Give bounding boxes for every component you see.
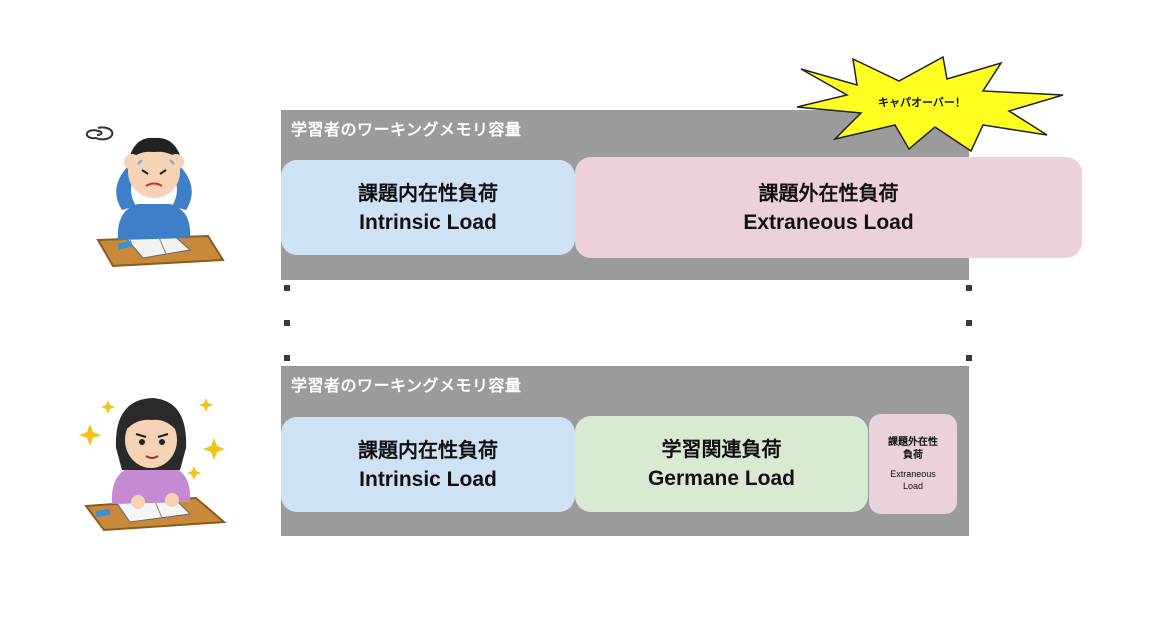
overflow-burst-icon [796,55,1064,153]
extraneous-load-en: Extraneous Load [743,210,914,234]
germane-load-jp: 学習関連負荷 [661,437,782,461]
overflow-label: キャパオーバー！ [878,96,966,109]
focused-student-illustration [79,398,227,532]
intrinsic-load-box: 課題内在性負荷 Intrinsic Load [281,160,575,255]
confused-student-illustration [85,126,225,268]
extraneous-load-jp: 課題外在性負荷 [758,180,899,205]
intrinsic-load-en: Intrinsic Load [359,467,497,491]
divider-dot [284,320,290,326]
intrinsic-load-en: Intrinsic Load [359,210,497,234]
sparkle-icon [79,398,225,480]
dizzy-swirl-icon [85,126,114,141]
intrinsic-load-jp: 課題内在性負荷 [358,437,498,462]
extraneous-load-small-jp-2: 負荷 [903,450,923,461]
divider-dot [966,320,972,326]
panel-title: 学習者のワーキングメモリ容量 [291,376,522,395]
intrinsic-load-jp: 課題内在性負荷 [358,180,498,205]
divider-dot [284,285,290,291]
germane-load-box: 学習関連負荷 Germane Load [575,416,868,512]
extraneous-load-small-box: 課題外在性 負荷 Extraneous Load [869,414,957,514]
intrinsic-load-box: 課題内在性負荷 Intrinsic Load [281,417,575,512]
extraneous-load-small-en-2: Load [902,481,924,491]
divider-dot [284,355,290,361]
divider-dot [966,285,972,291]
extraneous-load-small-jp-1: 課題外在性 [888,437,938,448]
panel-title: 学習者のワーキングメモリ容量 [291,120,522,139]
extraneous-load-small-en-1: Extraneous [890,469,936,479]
germane-load-en: Germane Load [647,467,796,490]
divider-dot [966,355,972,361]
extraneous-load-box: 課題外在性負荷 Extraneous Load [575,157,1082,258]
